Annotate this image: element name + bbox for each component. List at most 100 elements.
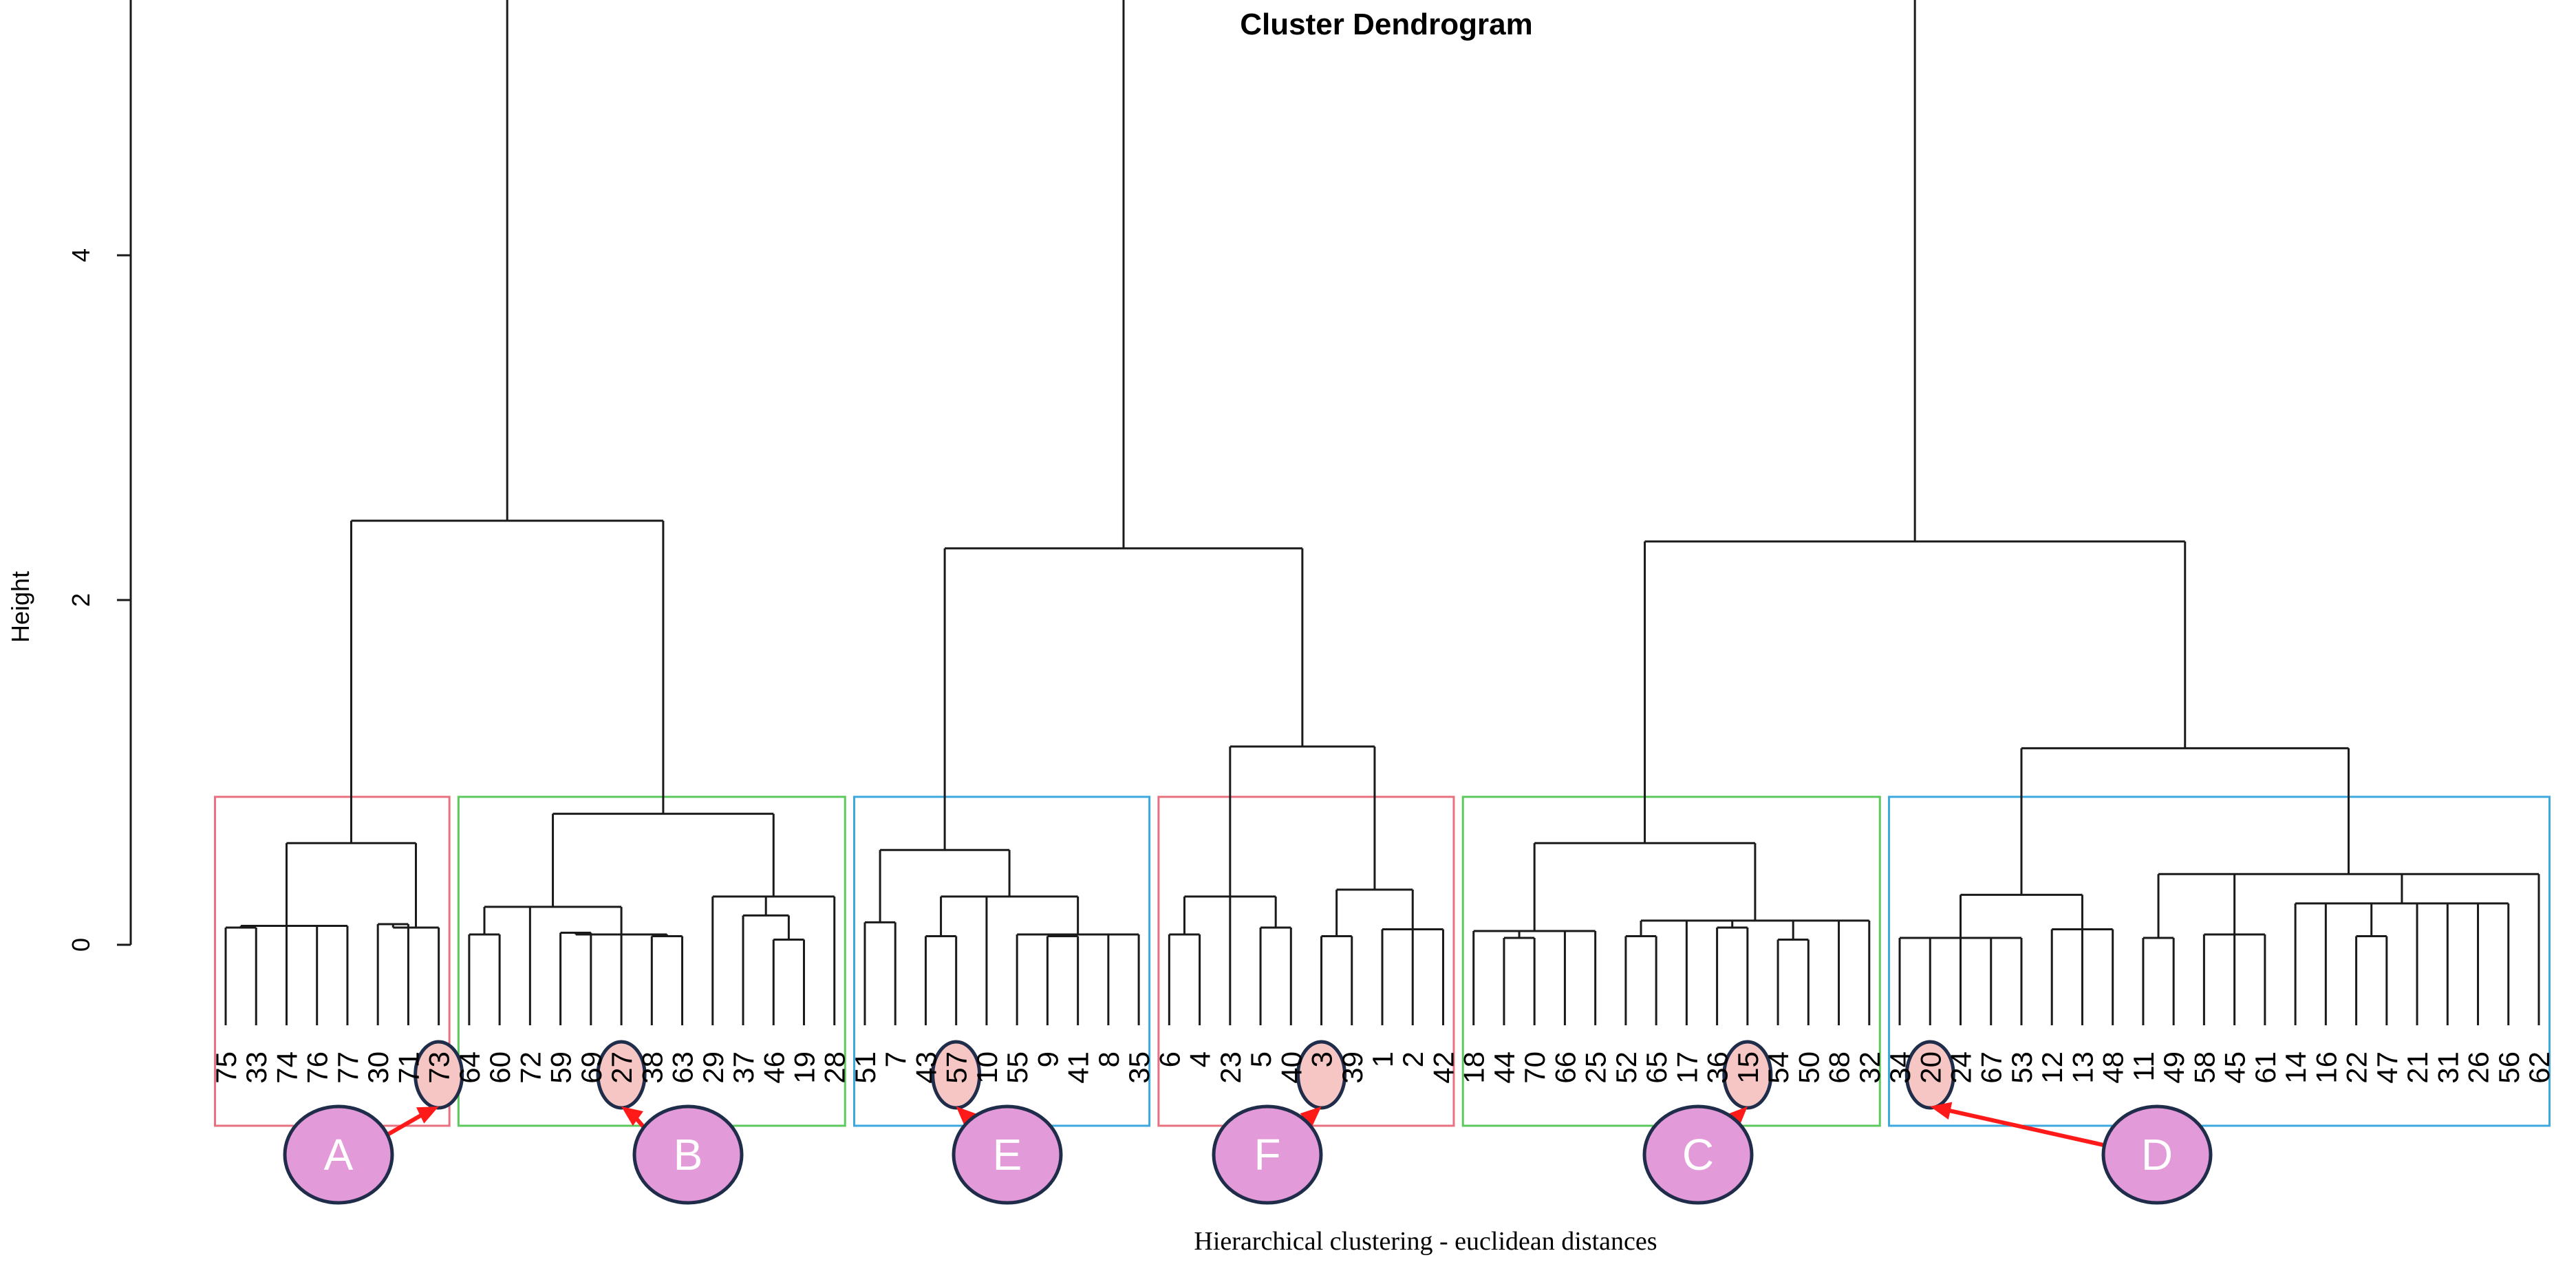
leaf-label: 59 — [545, 1051, 577, 1084]
annotation-label: D — [2141, 1130, 2173, 1179]
leaf-label: 36 — [1702, 1051, 1734, 1084]
leaf-label: 61 — [2249, 1051, 2282, 1084]
leaf-label: 19 — [788, 1051, 821, 1084]
leaf-label: 64 — [453, 1051, 486, 1084]
leaf-label: 40 — [1275, 1051, 1307, 1084]
y-tick-label: 0 — [67, 938, 95, 952]
leaf-label: 24 — [1945, 1051, 1977, 1084]
annotation-arrow — [385, 1111, 427, 1137]
leaf-label: 68 — [1823, 1051, 1856, 1084]
leaf-label: 18 — [1458, 1051, 1490, 1084]
leaf-label: 6 — [1153, 1051, 1185, 1067]
leaf-label: 31 — [2432, 1051, 2464, 1084]
leaf-label: 55 — [1001, 1051, 1033, 1084]
chart-title: Cluster Dendrogram — [1240, 8, 1532, 41]
leaf-label: 45 — [2219, 1051, 2251, 1084]
leaf-label: 77 — [332, 1051, 364, 1084]
y-axis-label: Height — [6, 571, 34, 643]
y-tick-label: 4 — [67, 248, 95, 262]
leaf-label: 57 — [941, 1051, 973, 1084]
annotation-circle — [283, 1104, 394, 1205]
leaf-label: 65 — [1640, 1051, 1673, 1084]
leaf-label: 50 — [1792, 1051, 1825, 1084]
leaf-label: 76 — [301, 1051, 334, 1084]
leaf-label: 35 — [1123, 1051, 1155, 1084]
annotation-label: B — [674, 1130, 703, 1179]
leaf-label: 12 — [2036, 1051, 2068, 1084]
leaf-label: 51 — [849, 1051, 881, 1084]
annotation-circle — [952, 1104, 1063, 1205]
leaf-label: 32 — [1854, 1051, 1886, 1084]
leaf-label: 52 — [1610, 1051, 1642, 1084]
leaf-label: 13 — [2066, 1051, 2099, 1084]
annotation-label: E — [993, 1130, 1022, 1179]
leaf-label: 62 — [2523, 1051, 2555, 1084]
leaf-label: 10 — [971, 1051, 1003, 1084]
leaf-label: 30 — [362, 1051, 394, 1084]
leaf-label: 70 — [1518, 1051, 1551, 1084]
leaf-label: 14 — [2279, 1051, 2312, 1084]
annotation-circle — [1642, 1104, 1754, 1205]
leaf-label: 27 — [605, 1051, 638, 1084]
highlight-ellipses — [414, 1040, 1955, 1110]
leaf-label: 67 — [1975, 1051, 2008, 1084]
annotation-label: F — [1254, 1130, 1280, 1179]
leaf-label: 74 — [270, 1051, 303, 1084]
leaf-label: 46 — [758, 1051, 790, 1084]
leaf-label: 49 — [2158, 1051, 2190, 1084]
leaf-label: 33 — [240, 1051, 272, 1084]
leaf-label: 8 — [1093, 1051, 1125, 1067]
leaf-label: 28 — [819, 1051, 851, 1084]
leaf-label: 71 — [392, 1051, 425, 1084]
leaf-label: 66 — [1549, 1051, 1581, 1084]
highlight-ellipse — [931, 1040, 982, 1110]
highlight-ellipse — [596, 1040, 647, 1110]
annotation-arrowhead — [1300, 1106, 1322, 1127]
cluster-box — [1888, 795, 2551, 1127]
highlight-ellipse — [414, 1040, 464, 1110]
leaf-label: 63 — [667, 1051, 699, 1084]
leaf-label: 69 — [575, 1051, 608, 1084]
leaf-labels: 7533747677307173646072596927386329374619… — [210, 1051, 2555, 1084]
annotation-circle — [632, 1104, 744, 1205]
leaf-label: 29 — [697, 1051, 729, 1084]
annotation-arrowhead — [621, 1106, 644, 1126]
leaf-label: 26 — [2462, 1051, 2495, 1084]
annotation-arrowhead — [956, 1106, 978, 1128]
leaf-label: 72 — [514, 1051, 546, 1084]
leaf-label: 44 — [1488, 1051, 1521, 1084]
dendrogram-tree — [224, 0, 2540, 1025]
leaf-label: 43 — [910, 1051, 942, 1084]
leaf-label: 20 — [1914, 1051, 1946, 1084]
leaf-label: 58 — [2188, 1051, 2220, 1084]
highlight-ellipse — [1722, 1040, 1773, 1110]
leaf-label: 9 — [1031, 1051, 1064, 1067]
y-tick-label: 2 — [67, 593, 95, 607]
annotation-label: C — [1682, 1130, 1714, 1179]
annotation-label: A — [324, 1130, 354, 1179]
leaf-label: 2 — [1397, 1051, 1429, 1067]
leaf-label: 16 — [2310, 1051, 2342, 1084]
leaf-label: 48 — [2097, 1051, 2129, 1084]
leaf-label: 38 — [636, 1051, 668, 1084]
leaf-label: 3 — [1306, 1051, 1338, 1067]
leaf-label: 15 — [1732, 1051, 1764, 1084]
annotation-arrowhead — [1930, 1102, 1953, 1120]
leaf-label: 73 — [423, 1051, 455, 1084]
leaf-label: 5 — [1245, 1051, 1277, 1067]
leaf-label: 7 — [879, 1051, 912, 1067]
leaf-label: 47 — [2371, 1051, 2403, 1084]
leaf-label: 75 — [210, 1051, 242, 1084]
leaf-label: 11 — [2127, 1051, 2160, 1082]
leaf-label: 34 — [1884, 1051, 1916, 1084]
annotation-circle — [1212, 1104, 1323, 1205]
leaf-label: 56 — [2493, 1051, 2525, 1084]
leaf-label: 17 — [1671, 1051, 1703, 1084]
leaf-label: 42 — [1427, 1051, 1459, 1084]
highlight-ellipse — [1296, 1040, 1347, 1110]
leaf-label: 39 — [1336, 1051, 1368, 1084]
leaf-label: 53 — [2006, 1051, 2038, 1084]
leaf-label: 1 — [1366, 1051, 1399, 1067]
